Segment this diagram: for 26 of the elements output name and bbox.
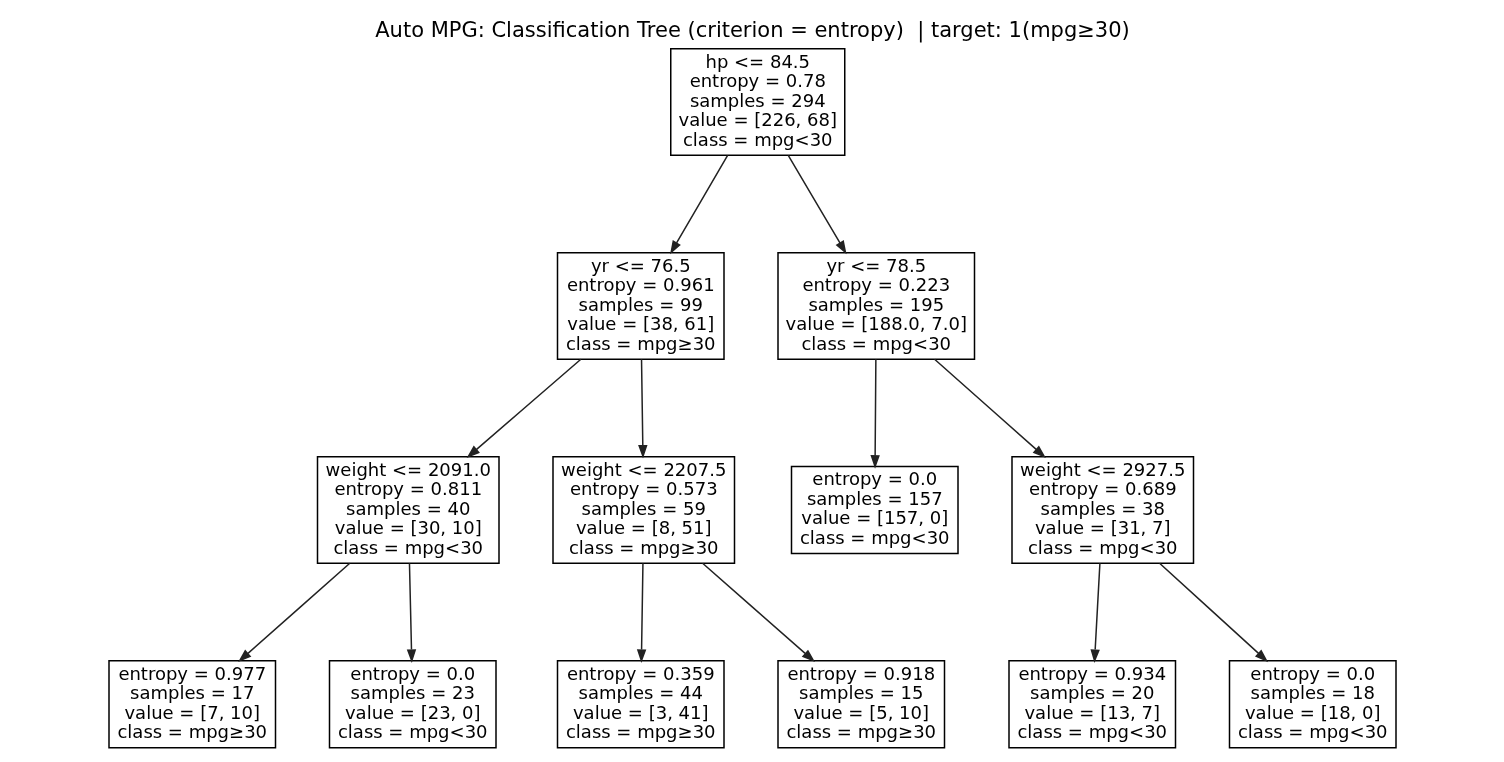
node-box: entropy = 0.359 samples = 44 value = [3, 41] class = mpg≥30	[556, 660, 725, 749]
diagram-title: Auto MPG: Classification Tree (criterion = entropy) | target: 1(mpg≥30)	[374, 18, 1130, 43]
arrow	[787, 154, 847, 255]
arrow	[869, 358, 880, 469]
arrow	[466, 358, 582, 459]
node-box: weight <= 2091.0 entropy = 0.811 samples = 40 value = [30, 10] class = mpg<30	[316, 456, 500, 564]
node-box: weight <= 2927.5 entropy = 0.689 samples = 38 value = [31, 7] class = mpg<30	[1010, 456, 1194, 564]
node-box: entropy = 0.977 samples = 17 value = [7, 10] class = mpg≥30	[107, 660, 276, 749]
node-box: entropy = 0.0 samples = 23 value = [23, 0] class = mpg<30	[328, 660, 497, 749]
node-box: weight <= 2207.5 entropy = 0.573 samples = 59 value = [8, 51] class = mpg≥30	[551, 456, 735, 564]
node-box: hp <= 84.5 entropy = 0.78 samples = 294 value = [226, 68] class = mpg<30	[669, 48, 845, 156]
node-box: yr <= 76.5 entropy = 0.961 samples = 99 value = [38, 61] class = mpg≥30	[556, 252, 725, 360]
arrow	[406, 562, 416, 663]
arrow	[636, 562, 646, 663]
arrow	[701, 562, 815, 663]
arrow	[1158, 562, 1268, 663]
node-box: entropy = 0.934 samples = 20 value = [13, 7] class = mpg<30	[1007, 660, 1176, 749]
node-box: entropy = 0.918 samples = 15 value = [5, 10] class = mpg≥30	[776, 660, 945, 749]
arrow	[669, 154, 728, 255]
arrow	[637, 358, 648, 459]
node-box: yr <= 78.5 entropy = 0.223 samples = 195 value = [188.0, 7.0] class = mpg<30	[776, 252, 975, 360]
arrow	[237, 562, 351, 663]
node-box: entropy = 0.0 samples = 18 value = [18, 0] class = mpg<30	[1228, 660, 1397, 749]
node-box: entropy = 0.0 samples = 157 value = [157, 0] class = mpg<30	[790, 465, 959, 555]
arrow	[1089, 562, 1101, 663]
arrow	[933, 358, 1046, 459]
